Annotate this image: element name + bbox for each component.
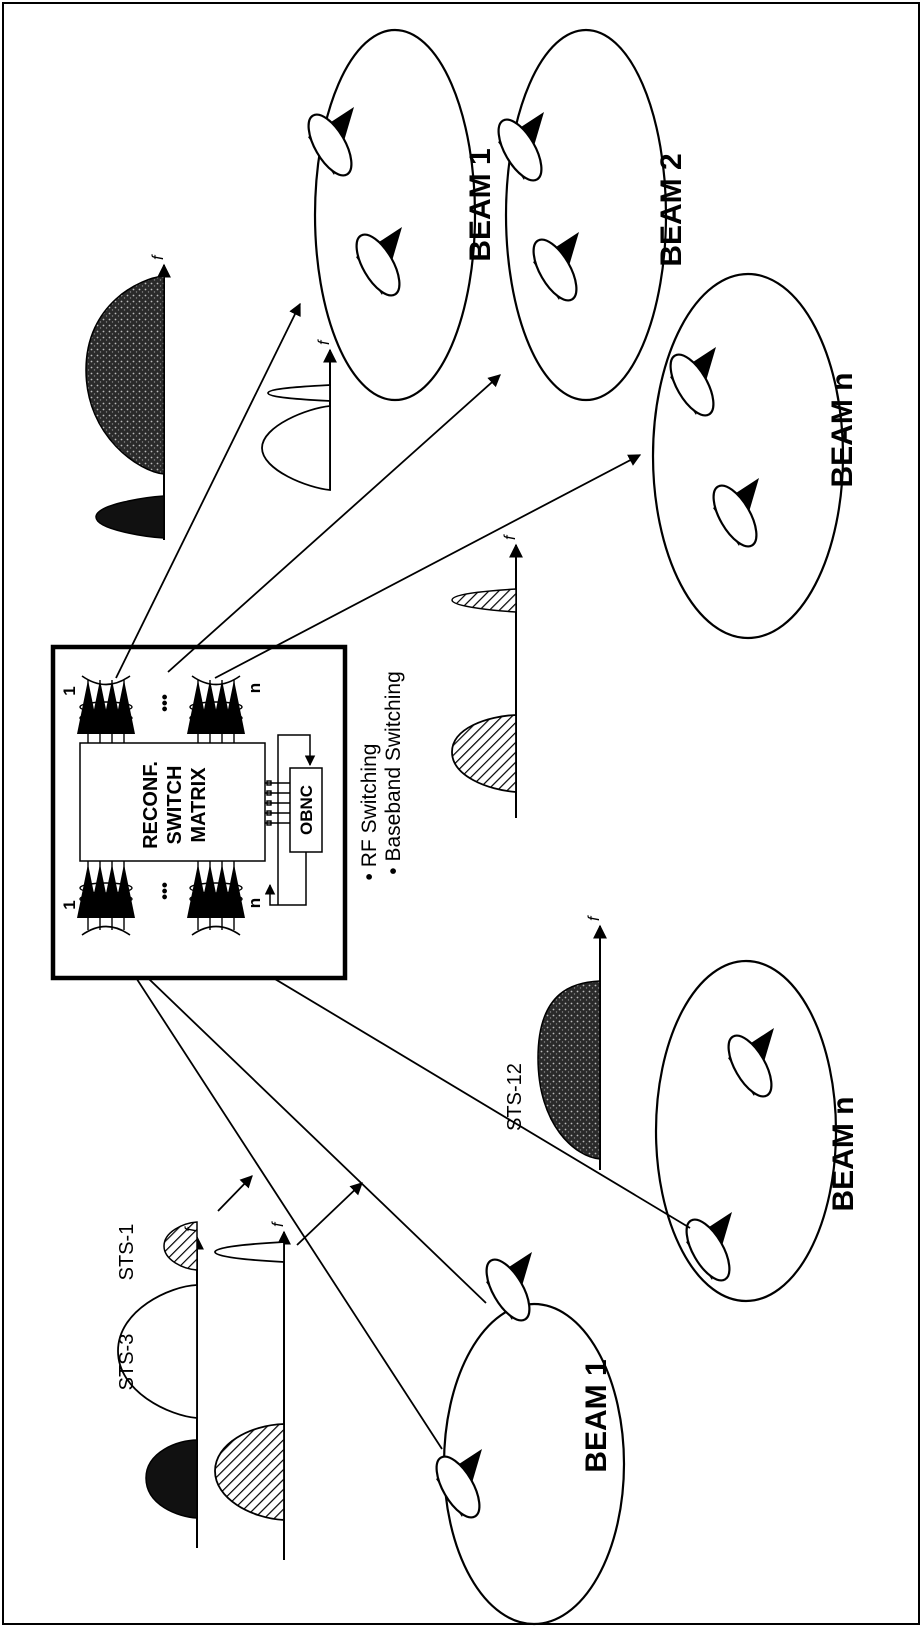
uplink-beam-n xyxy=(654,959,838,1303)
output-port-group-1 xyxy=(77,675,135,743)
input-port-1-label: 1 xyxy=(60,900,79,909)
earth-station-icon xyxy=(523,230,587,309)
switch-label-line2: SWITCH xyxy=(164,766,186,845)
output-port-1-label: 1 xyxy=(60,686,79,695)
axis-f-label: f xyxy=(150,254,167,260)
uplink-arrow xyxy=(218,945,691,1229)
downlink-beam-2 xyxy=(488,28,668,402)
uplink-beam-1-label: BEAM 1 xyxy=(580,1359,613,1472)
rf-switching-item: • RF Switching xyxy=(358,744,381,881)
earth-station-icon xyxy=(676,1210,740,1289)
spectrum-lobe-hatched xyxy=(214,1423,285,1521)
downlink-spectrum-3: f xyxy=(451,534,523,818)
output-port-group-n xyxy=(187,675,245,743)
sts1-label: STS-1 xyxy=(116,1224,138,1281)
earth-station-icon xyxy=(476,1250,540,1329)
sts3-label: STS-3 xyxy=(116,1334,138,1391)
axis-f-label: f xyxy=(586,915,603,921)
obnc-label: OBNC xyxy=(297,785,316,835)
baseband-switching-item: • Baseband Switching xyxy=(382,671,405,874)
downlink-beam-1 xyxy=(298,28,477,402)
downlink-arrow xyxy=(115,302,301,679)
earth-station-icon xyxy=(488,110,552,189)
spectrum-lobe-sts3 xyxy=(117,1284,198,1419)
sts12-label: STS-12 xyxy=(504,1063,526,1131)
downlink-spectrum-2: f xyxy=(261,339,337,491)
axis-f-label: f xyxy=(183,1226,200,1232)
axis-f-label: f xyxy=(502,534,519,540)
switch-label-line1: RECONF. xyxy=(140,761,162,849)
downlink-arrow xyxy=(214,454,642,679)
uplink-beam-n-label: BEAM n xyxy=(827,1097,860,1212)
obnc-feedback-loop xyxy=(277,734,316,905)
earth-station-icon xyxy=(298,105,362,184)
earth-station-icon xyxy=(703,476,767,555)
downlink-beam-n-label: BEAM n xyxy=(826,373,859,488)
earth-station-icon xyxy=(346,225,410,304)
switch-label-line3: MATRIX xyxy=(188,767,210,843)
uplink-spectrum-2: f xyxy=(214,1221,291,1560)
spectrum-lobe-thin xyxy=(267,384,331,402)
downlink-beam-1-label: BEAM 1 xyxy=(464,148,497,261)
spectrum-lobe-dark xyxy=(95,495,165,539)
spectrum-lobe-white xyxy=(261,405,331,491)
beam-coverage-ellipse xyxy=(654,959,838,1303)
axis-f-label: f xyxy=(316,339,333,345)
spectrum-lobe-sts1 xyxy=(163,1221,198,1271)
earth-station-icon xyxy=(426,1447,490,1526)
downlink-beam-2-label: BEAM 2 xyxy=(655,153,688,266)
spectrum-lobe-thin xyxy=(214,1241,285,1263)
earth-station-icon xyxy=(718,1026,782,1105)
uplink-spectrum-1: f xyxy=(117,1221,204,1548)
beam-coverage-ellipse xyxy=(651,272,845,640)
spectrum-lobe-mottled xyxy=(85,275,165,475)
input-port-group-1 xyxy=(77,861,135,936)
axis-f-label: f xyxy=(270,1221,287,1227)
uplink-beam-1 xyxy=(426,1250,626,1626)
input-ellipsis: ••• xyxy=(155,882,174,900)
spectrum-lobe-hatched xyxy=(451,714,517,793)
spectrum-lobe-hatched-small xyxy=(451,588,517,613)
input-port-group-n xyxy=(187,861,245,936)
downlink-beam-n xyxy=(651,272,845,640)
spectrum-flow-arrow xyxy=(296,1182,363,1246)
output-ellipsis: ••• xyxy=(155,694,174,712)
spectrum-lobe-dark xyxy=(145,1439,198,1519)
downlink-spectrum-1: f xyxy=(85,254,171,540)
obnc-feedback-loop xyxy=(264,852,307,906)
beam-coverage-ellipse xyxy=(313,28,477,402)
earth-station-icon xyxy=(660,345,724,424)
downlink-arrow xyxy=(167,374,501,673)
uplink-spectrum-sts12: f xyxy=(537,915,607,1170)
uplink-arrow xyxy=(117,948,443,1450)
spectrum-flow-arrow xyxy=(217,1175,253,1212)
reconf-switch-matrix xyxy=(79,742,266,862)
output-port-n-label: n xyxy=(245,683,264,693)
input-port-n-label: n xyxy=(245,898,264,908)
spectrum-lobe-sts12 xyxy=(537,980,601,1160)
satellite-payload-box: RECONF. SWITCH MATRIX OBNC xyxy=(50,644,348,981)
beam-coverage-ellipse xyxy=(504,28,668,402)
uplink-arrow xyxy=(123,954,487,1304)
